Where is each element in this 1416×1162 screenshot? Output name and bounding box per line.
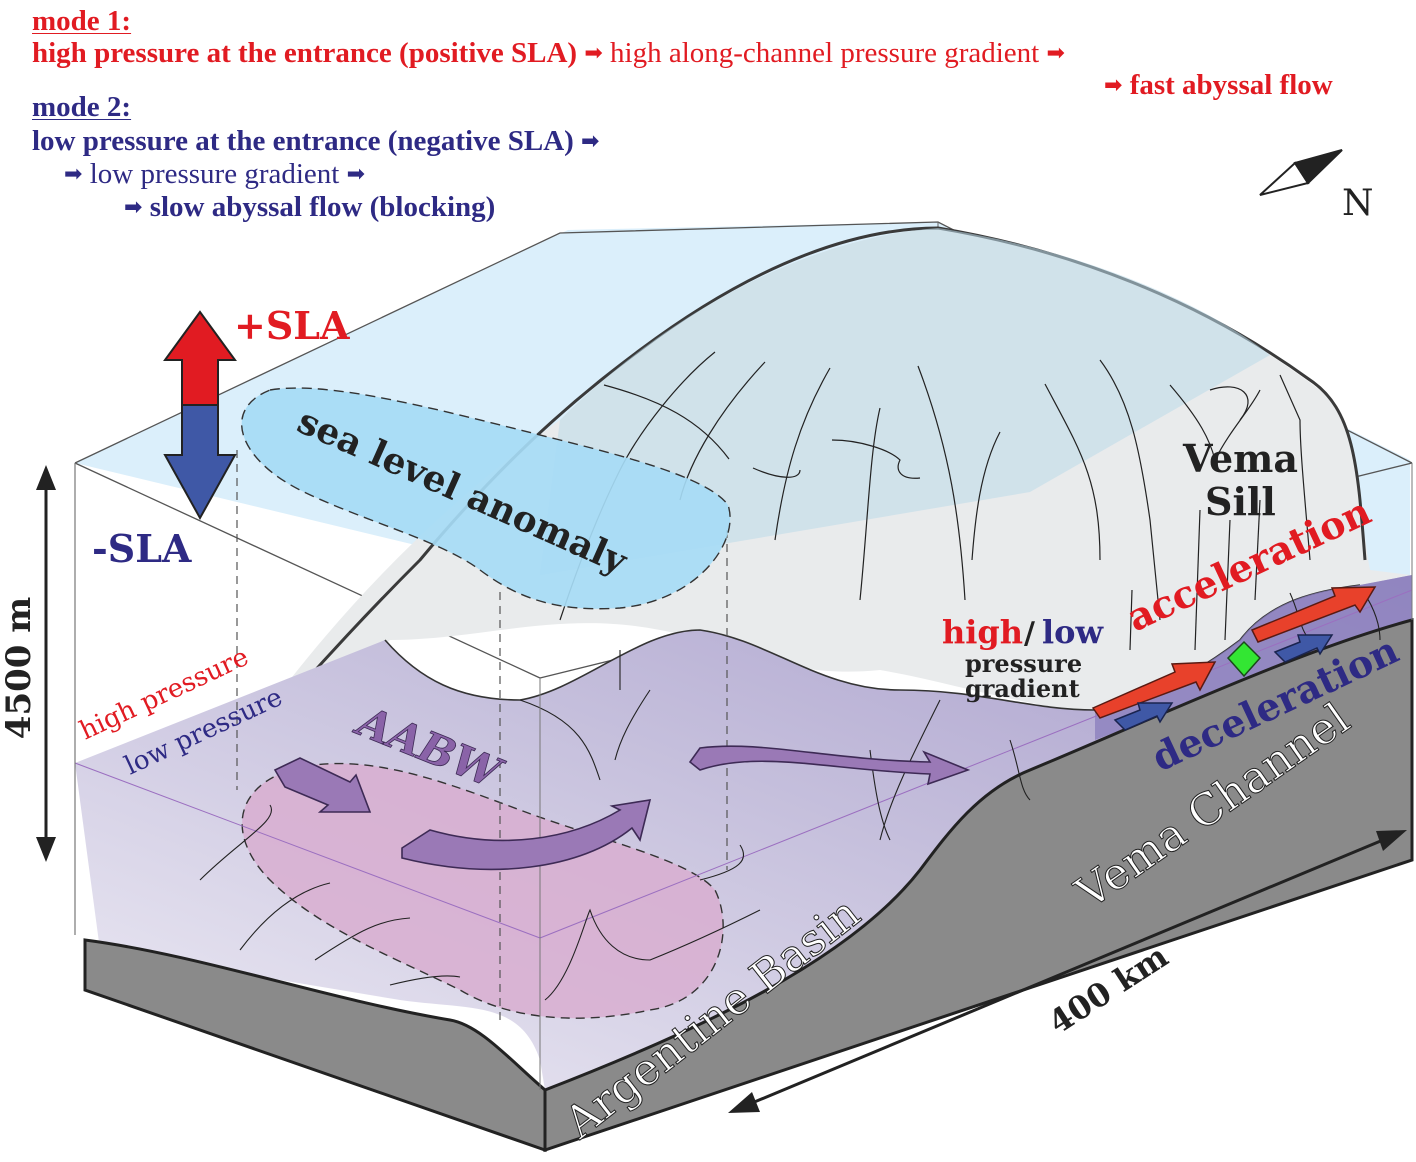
bedrock-left (83, 938, 547, 1153)
gradient-gradient-label: gradient (965, 674, 1080, 703)
length-scale-arrow-icon (728, 830, 1407, 1113)
contour-lines (559, 351, 1311, 651)
mode1-cause: high pressure at the entrance (positive … (32, 37, 578, 69)
mode2-line1: low pressure at the entrance (negative S… (32, 124, 599, 161)
deceleration-arrow-icon (1113, 634, 1334, 731)
negative-sla-label: -SLA (92, 526, 192, 571)
arrow-right-icon: ➡ (124, 195, 143, 220)
arrow-right-icon: ➡ (1046, 41, 1065, 66)
vema-sill-label-line2: Sill (1205, 479, 1276, 524)
positive-sla-label: +SLA (234, 303, 350, 348)
depth-scale-arrow-icon (36, 465, 56, 862)
arrow-right-icon: ➡ (581, 129, 600, 154)
mode2-cause: low pressure at the entrance (negative S… (32, 125, 574, 157)
mode1-line1: high pressure at the entrance (positive … (32, 36, 1065, 73)
arrow-right-icon: ➡ (64, 162, 83, 187)
mode1-result: fast abyssal flow (1129, 69, 1333, 101)
north-arrow-icon (1259, 149, 1343, 196)
mode1-title: mode 1: (32, 5, 132, 37)
sla-double-arrow-icon (163, 310, 237, 521)
mode2-effect: low pressure gradient (89, 158, 340, 190)
gradient-pressure-label: pressure (965, 649, 1082, 678)
depth-scale-label: 4500 m (0, 597, 39, 739)
gradient-separator: / (1024, 616, 1035, 651)
mooring-marker-icon (1226, 640, 1262, 678)
mode1-line2: ➡ fast abyssal flow (1104, 68, 1333, 105)
gradient-low-label: low (1042, 613, 1105, 651)
acceleration-arrow-icon (1091, 586, 1377, 719)
aabw-flow-arrow-icon (273, 745, 971, 871)
mode2-line3: ➡ slow abyssal flow (blocking) (124, 190, 495, 227)
mode2-line2: ➡ low pressure gradient ➡ (64, 157, 365, 194)
mode1-effect: high along-channel pressure gradient (610, 37, 1040, 69)
sea-level-anomaly-region (241, 387, 731, 610)
north-label: N (1342, 183, 1374, 224)
aabw-region (241, 762, 724, 1019)
arrow-right-icon: ➡ (346, 162, 366, 187)
gradient-high-label: high (942, 613, 1023, 651)
arrow-right-icon: ➡ (1104, 73, 1123, 98)
bedrock-right (543, 618, 1414, 1153)
arrow-right-icon: ➡ (584, 41, 603, 66)
mode2-result: slow abyssal flow (blocking) (149, 191, 496, 223)
mode2-title: mode 2: (32, 91, 132, 123)
vema-sill-label-line1: Vema (1182, 436, 1298, 481)
